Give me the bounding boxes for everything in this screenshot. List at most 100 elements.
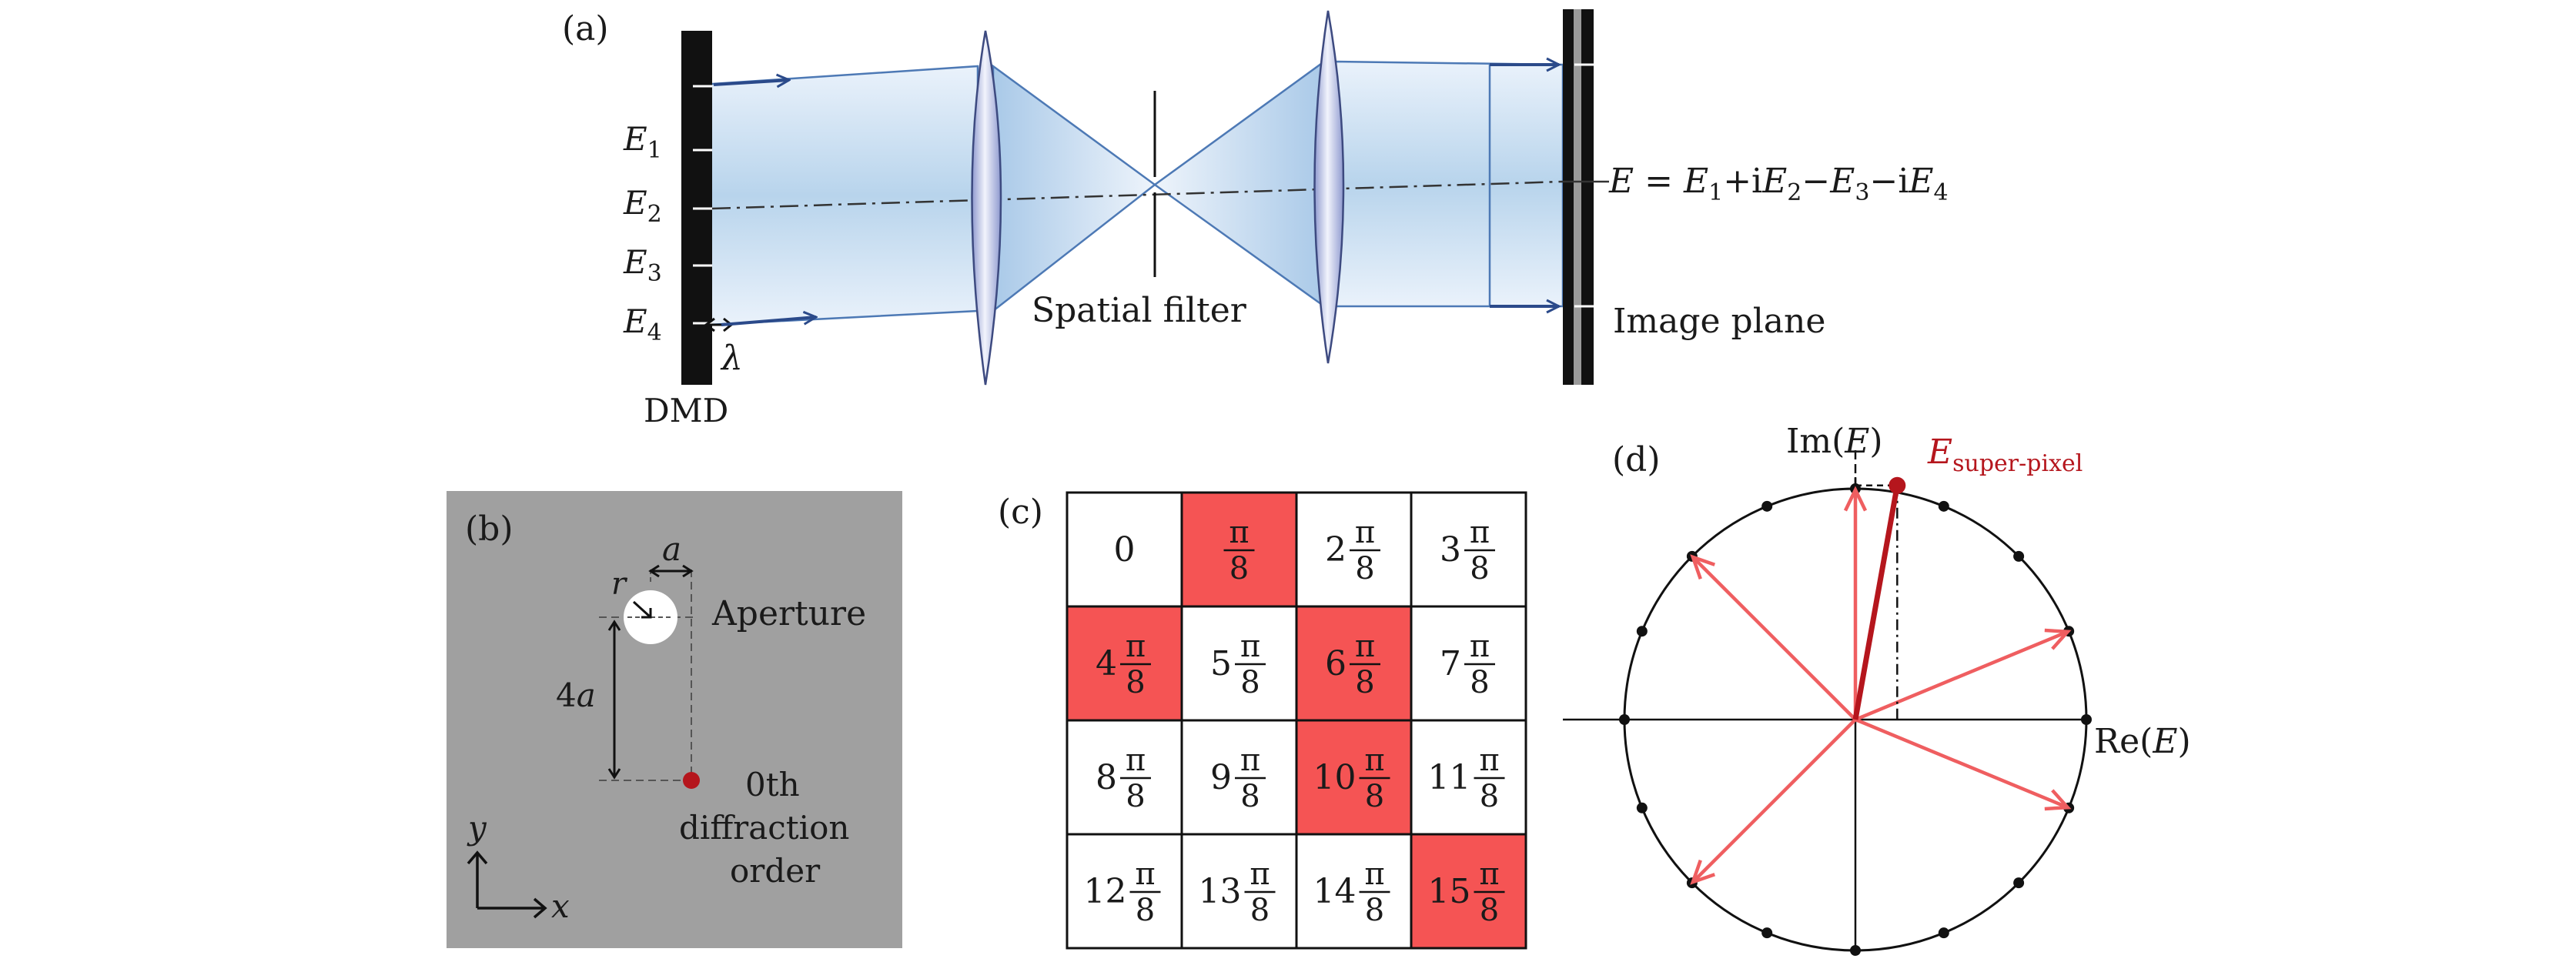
phase-dot <box>1761 927 1773 939</box>
coordinate-y-label: y <box>467 809 487 847</box>
phase-denominator: 8 <box>1126 779 1145 814</box>
phase-denominator: 8 <box>1240 779 1260 814</box>
im-axis-label: Im(E) <box>1786 422 1883 461</box>
re-axis-label: Re(E) <box>2094 722 2191 761</box>
phase-dot <box>1636 802 1648 813</box>
super-pixel-vector <box>1852 485 1900 720</box>
super-pixel-label: Esuper-pixel <box>1927 433 2083 477</box>
phase-pi: π <box>1479 743 1499 778</box>
phase-dot <box>1938 500 1949 512</box>
panel-d: (d) Im(E) Re(E) Esuper-pixel <box>1563 422 2191 956</box>
phase-pi: π <box>1355 629 1375 664</box>
field-label-e2: E2 <box>623 184 662 228</box>
collimated-beam-1 <box>699 65 979 326</box>
phase-pi: π <box>1250 857 1270 892</box>
phase-coefficient: 8 <box>1096 758 1117 797</box>
phase-coefficient: 14 <box>1313 872 1357 911</box>
phase-pi: π <box>1240 743 1260 778</box>
phase-cell-box <box>1410 833 1527 950</box>
phase-cell-box <box>1295 833 1413 950</box>
panel-a-label: (a) <box>562 9 609 48</box>
phase-dot <box>1761 500 1773 512</box>
phase-denominator: 8 <box>1240 665 1260 700</box>
field-label-e4: E4 <box>623 302 662 346</box>
phase-coefficient: 7 <box>1440 644 1461 683</box>
phase-cell: π8 <box>1180 491 1298 608</box>
phase-dot <box>1636 626 1648 637</box>
panel-d-label: (d) <box>1612 440 1661 479</box>
phase-pi: π <box>1364 743 1384 778</box>
phase-coefficient: 3 <box>1440 530 1461 570</box>
phasor-arrow-head <box>1690 859 1716 885</box>
super-pixel-point <box>1889 476 1906 494</box>
dimension-4a-head-top <box>607 620 621 631</box>
radius-label: r <box>611 566 628 602</box>
dimension-a-head-left <box>648 564 660 578</box>
phase-coefficient: 15 <box>1428 872 1471 911</box>
converging-cone <box>992 64 1157 313</box>
phase-pi: π <box>1479 857 1499 892</box>
phase-coefficient: 9 <box>1210 758 1232 797</box>
coordinate-x-label: x <box>551 887 570 925</box>
zeroth-order-dot <box>683 772 700 789</box>
phase-cell-box <box>1066 491 1183 608</box>
dimension-a-head-right <box>682 564 694 578</box>
phase-denominator: 8 <box>1480 779 1499 814</box>
phasor-arrow-head <box>1843 486 1868 512</box>
phase-cell-box <box>1066 833 1183 950</box>
phase-dot <box>2081 714 2092 725</box>
dmd-label: DMD <box>644 392 728 429</box>
phase-coefficient: 4 <box>1096 644 1117 683</box>
phase-coefficient: 2 <box>1325 530 1347 570</box>
phasor-arrow-head <box>2044 628 2072 650</box>
phase-coefficient: 5 <box>1210 644 1232 683</box>
aperture-label: Aperture <box>711 594 866 633</box>
phase-pi: π <box>1126 743 1146 778</box>
dimension-4a-label: 4a <box>556 676 596 714</box>
phase-pi: π <box>1135 857 1155 892</box>
phase-denominator: 8 <box>1229 551 1249 586</box>
zeroth-order-label-2: diffraction <box>679 809 849 847</box>
dimension-a-label: a <box>662 530 681 568</box>
phase-cell-box <box>1295 719 1413 836</box>
phase-denominator: 8 <box>1470 665 1489 700</box>
phase-pi: π <box>1240 629 1260 664</box>
phasor-arrow <box>1691 556 1857 721</box>
radius-arrow <box>632 600 652 619</box>
phasor-arrow <box>1855 630 2069 722</box>
phase-coefficient: 6 <box>1325 644 1347 683</box>
image-plane-inner <box>1574 9 1581 385</box>
phase-coefficient: 11 <box>1428 758 1471 797</box>
dmd-output-arrow-top <box>713 80 789 85</box>
phase-denominator: 8 <box>1250 893 1270 928</box>
phase-pi: π <box>1364 857 1384 892</box>
radius-arrow-head <box>641 608 652 619</box>
phase-value: 0 <box>1114 530 1136 570</box>
phase-pi: π <box>1470 515 1490 550</box>
phase-coefficient: 10 <box>1313 758 1357 797</box>
panel-b-label: (b) <box>465 509 514 549</box>
panel-c-label: (c) <box>998 493 1043 532</box>
phasor-arrow <box>1855 717 2069 810</box>
field-label-e3: E3 <box>623 243 662 287</box>
phase-dot <box>1938 927 1949 939</box>
phase-denominator: 8 <box>1136 893 1155 928</box>
dmd-output-arrow-bottom <box>721 317 816 326</box>
diverging-cone <box>1153 59 1326 309</box>
phase-denominator: 8 <box>1355 665 1374 700</box>
phase-coefficient: 13 <box>1199 872 1242 911</box>
